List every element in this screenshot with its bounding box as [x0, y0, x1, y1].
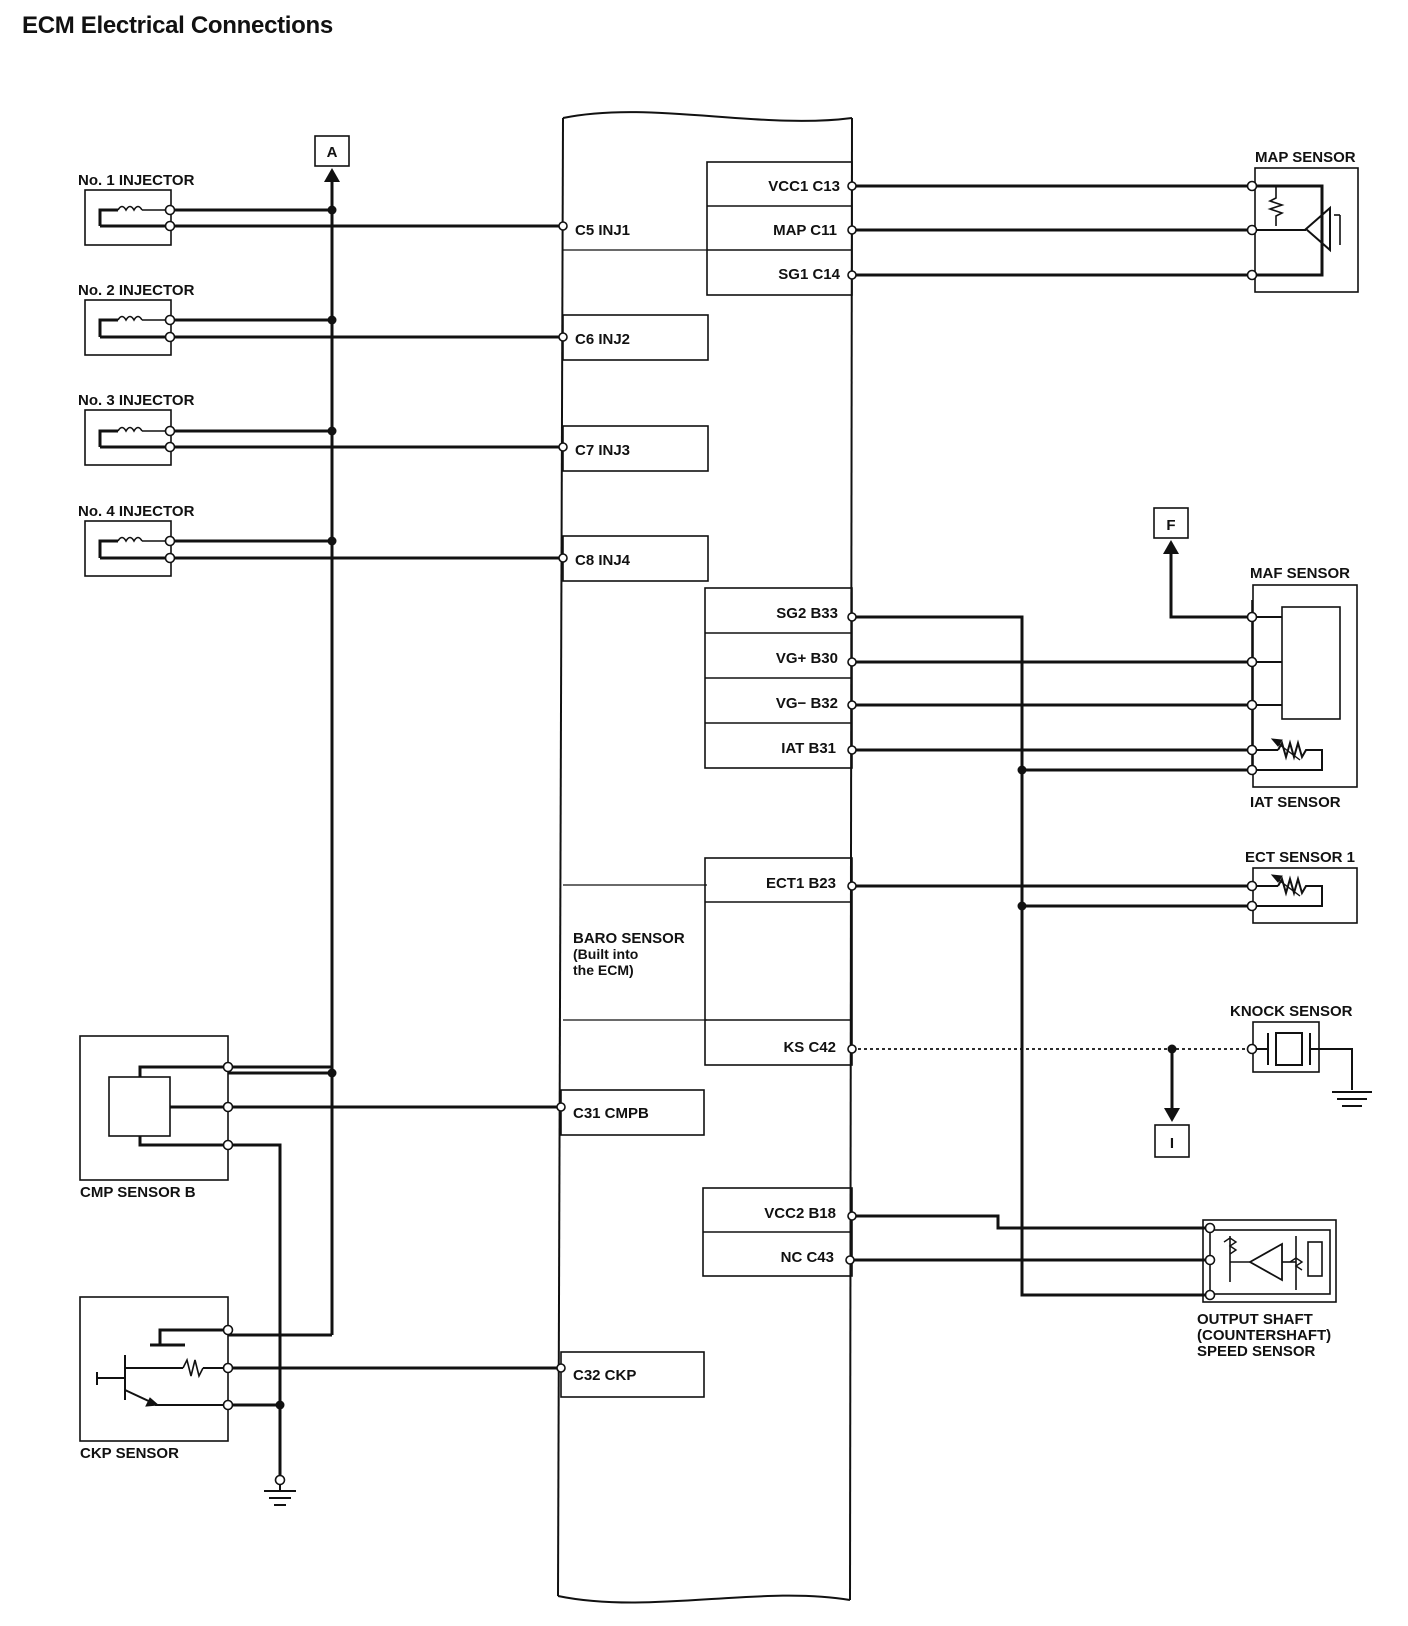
ecm-pin-boxes-left: [560, 314, 709, 1398]
pin-b23-label: ECT1 B23: [766, 875, 836, 892]
pin-c8-label: C8 INJ4: [575, 552, 631, 569]
pin-c42-label: KS C42: [783, 1039, 836, 1056]
cmp-sensor-label: CMP SENSOR B: [80, 1184, 196, 1201]
pin-c6-label: C6 INJ2: [575, 331, 630, 348]
pin-c43-label: NC C43: [781, 1249, 834, 1266]
connector-f: F: [1153, 507, 1252, 619]
left-solder-dots: [275, 205, 337, 1410]
ecm-body: [557, 111, 853, 1604]
pin-b32-label: VG− B32: [776, 695, 838, 712]
injectors: [84, 189, 172, 577]
right-solder-dots: [1017, 765, 1177, 1054]
ect-sensor-label: ECT SENSOR 1: [1245, 849, 1355, 866]
baro-sensor-note-1: (Built into: [573, 946, 638, 962]
baro-sensor-label: BARO SENSOR: [573, 930, 685, 947]
connector-i: I: [1154, 1124, 1190, 1158]
pin-c11-label: MAP C11: [773, 222, 837, 239]
map-sensor-label: MAP SENSOR: [1255, 149, 1356, 166]
ecm-pin-boxes-right: [702, 161, 853, 1277]
pin-c14-label: SG1 C14: [778, 266, 840, 283]
knock-sensor: [852, 1021, 1353, 1122]
injector-1-label: No. 1 INJECTOR: [78, 172, 195, 189]
oss-sensor-label-3: SPEED SENSOR: [1197, 1343, 1316, 1360]
page-title: ECM Electrical Connections: [22, 12, 333, 39]
pin-b30-label: VG+ B30: [776, 650, 838, 667]
pin-c32-label: C32 CKP: [573, 1367, 636, 1384]
injector-4-label: No. 4 INJECTOR: [78, 503, 195, 520]
oss-sensor-label: OUTPUT SHAFT: [1197, 1311, 1313, 1328]
ect-sensor: [852, 867, 1358, 924]
connector-a-label: A: [327, 144, 338, 161]
iat-sensor-label: IAT SENSOR: [1250, 794, 1341, 811]
injector-wiring: [170, 180, 563, 1337]
connector-a: A: [314, 135, 350, 182]
pin-c7-label: C7 INJ3: [575, 442, 630, 459]
right-nodes: [845, 180, 1258, 1301]
pin-b31-label: IAT B31: [781, 740, 836, 757]
oss-sensor-label-2: (COUNTERSHAFT): [1197, 1327, 1331, 1344]
injector-labels: No. 1 INJECTOR No. 2 INJECTOR No. 3 INJE…: [78, 172, 195, 520]
connector-i-label: I: [1170, 1135, 1174, 1152]
injector-2-label: No. 2 INJECTOR: [78, 282, 195, 299]
map-sensor: [852, 167, 1359, 293]
cmp-sensor: [79, 1035, 563, 1480]
maf-sensor-label: MAF SENSOR: [1250, 565, 1350, 582]
pin-labels: C5 INJ1 C6 INJ2 C7 INJ3 C8 INJ4 C31 CMPB…: [573, 178, 841, 1384]
knock-sensor-label: KNOCK SENSOR: [1230, 1003, 1353, 1020]
connector-f-label: F: [1166, 517, 1175, 534]
pin-b18-label: VCC2 B18: [764, 1205, 836, 1222]
output-shaft-speed-sensor: [850, 1214, 1337, 1303]
maf-iat-sensor: [852, 584, 1358, 1297]
pin-b33-label: SG2 B33: [776, 605, 838, 622]
injector-3-label: No. 3 INJECTOR: [78, 392, 195, 409]
knock-ground-icon: [1332, 1091, 1372, 1107]
left-nodes: [164, 204, 568, 1486]
pin-c5-label: C5 INJ1: [575, 222, 630, 239]
ckp-sensor: [79, 1296, 561, 1442]
baro-sensor-note-2: the ECM): [573, 962, 634, 978]
pin-c31-label: C31 CMPB: [573, 1105, 649, 1122]
pin-c13-label: VCC1 C13: [768, 178, 840, 195]
ckp-sensor-label: CKP SENSOR: [80, 1445, 179, 1462]
